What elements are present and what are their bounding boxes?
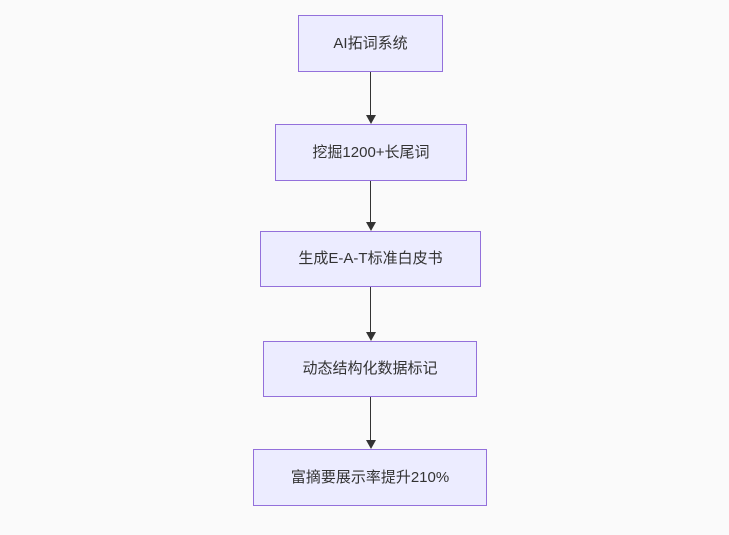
arrow-line [369,72,372,115]
arrow-line [369,397,372,440]
arrow-head-icon [365,332,376,341]
node-label: 挖掘1200+长尾词 [312,143,430,161]
flowchart-arrow [364,397,377,449]
flowchart-node-eat-whitepaper: 生成E-A-T标准白皮书 [260,231,481,287]
node-label: 富摘要展示率提升210% [290,468,450,486]
node-label: 生成E-A-T标准白皮书 [298,250,443,267]
arrow-head-icon [365,222,376,231]
flowchart-node-longtail-mining: 挖掘1200+长尾词 [275,124,467,181]
flowchart-node-rich-snippet-rate: 富摘要展示率提升210% [253,449,487,506]
arrow-head-icon [365,115,376,124]
node-label: 动态结构化数据标记 [302,360,438,377]
flowchart-arrow [364,287,377,341]
arrow-head-icon [365,440,376,449]
node-label: AI拓词系统 [333,34,408,52]
arrow-line [369,181,372,222]
flowchart-node-ai-word-system: AI拓词系统 [298,15,443,72]
flowchart-arrow [364,181,377,231]
flowchart-arrow [364,72,377,124]
arrow-line [369,287,372,332]
flowchart-node-structured-data: 动态结构化数据标记 [263,341,477,397]
